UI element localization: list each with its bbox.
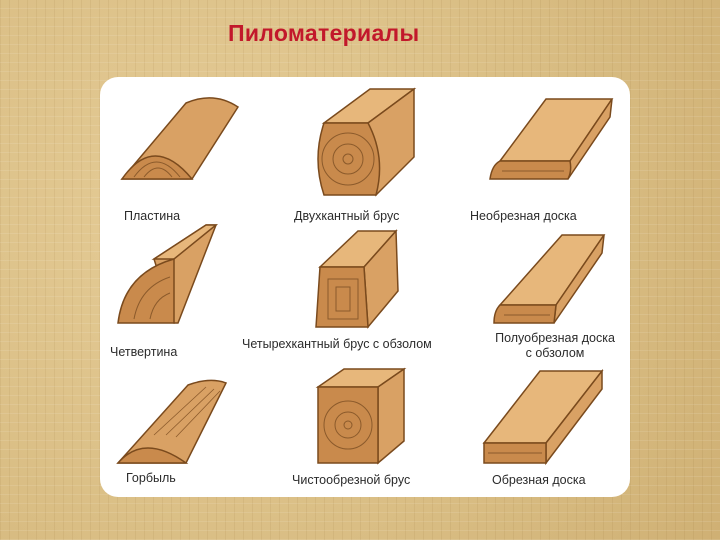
- item-quarter-log: Четвертина: [110, 223, 254, 359]
- item-label: Обрезная доска: [492, 473, 586, 487]
- item-four-edged-beam-wane: Четырехкантный брус с обзолом: [242, 227, 456, 351]
- quarter-log-icon: [117, 224, 219, 324]
- item-two-edged-beam: Двухкантный брус: [294, 85, 440, 223]
- item-edged-board: Обрезная доска: [482, 367, 632, 487]
- unedged-board-icon: [489, 98, 614, 180]
- item-label: Горбыль: [126, 471, 176, 485]
- item-unedged-board: Необрезная доска: [470, 91, 630, 223]
- two-edged-beam-icon: [317, 87, 417, 197]
- item-label: Пластина: [124, 209, 181, 223]
- slab-icon: [116, 379, 228, 464]
- item-plastina: Пластина: [114, 85, 254, 223]
- plastina-icon: [120, 97, 240, 180]
- item-clean-edged-beam: Чистообрезной брус: [292, 367, 440, 487]
- item-label-line2: с обзолом: [525, 346, 585, 360]
- item-label: Чистообрезной брус: [292, 473, 411, 487]
- item-label: Полуобрезная доска: [495, 331, 615, 345]
- item-label: Четырехкантный брус с обзолом: [242, 337, 432, 351]
- four-edged-beam-wane-icon: [315, 229, 399, 329]
- item-label: Четвертина: [110, 345, 178, 359]
- page-title: Пиломатериалы: [228, 20, 420, 46]
- item-label: Двухкантный брус: [294, 209, 400, 223]
- item-half-edged-board: Полуобрезная доска с обзолом: [480, 231, 630, 360]
- item-slab: Горбыль: [114, 375, 254, 485]
- clean-edged-beam-icon: [315, 367, 407, 465]
- item-label: Необрезная доска: [470, 209, 577, 223]
- illustration-panel: Пластина Двухкантный брус Необрезная дос…: [100, 77, 630, 497]
- edged-board-icon: [482, 368, 604, 466]
- half-edged-board-icon: [493, 234, 606, 324]
